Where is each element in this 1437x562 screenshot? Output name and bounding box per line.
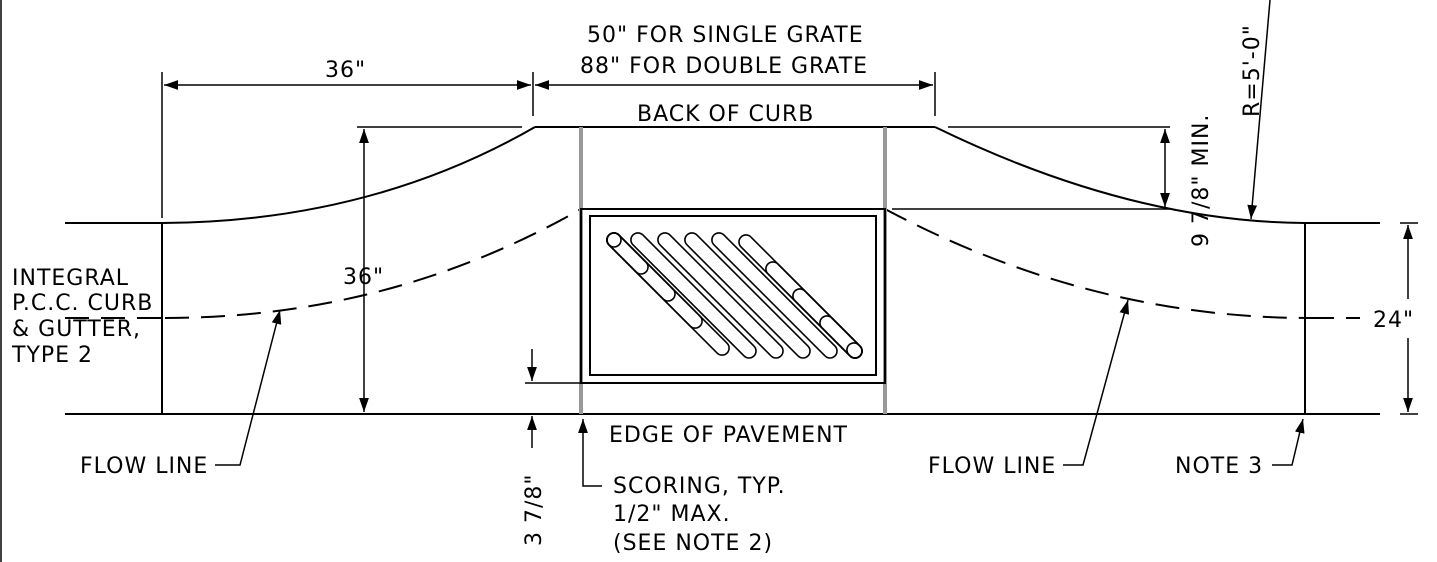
- back-of-curb-transition-right: [934, 126, 1306, 224]
- dim-label-24: 24": [1373, 308, 1414, 333]
- label-flow-line-right: FLOW LINE: [928, 454, 1056, 479]
- label-gutter-line2: P.C.C. CURB: [12, 291, 153, 316]
- radius-leader: [1247, 0, 1271, 220]
- grate-slot: [684, 232, 811, 359]
- label-gutter-line4: TYPE 2: [11, 343, 93, 368]
- flow-line-right-dashed: [884, 208, 1311, 319]
- grate-slot: [846, 342, 863, 359]
- label-radius: R=5'-0": [1240, 24, 1265, 117]
- label-gutter-line1: INTEGRAL: [12, 266, 129, 291]
- grate-frame-inner: [589, 215, 877, 376]
- scoring-leader: [578, 419, 602, 487]
- label-scoring-line3: (SEE NOTE 2): [613, 531, 773, 556]
- dim-label-36-vertical: 36": [343, 265, 384, 290]
- grate-slot: [657, 232, 784, 359]
- grate-slot: [792, 288, 863, 359]
- grate-slot: [738, 234, 863, 359]
- note-3-leader: [1272, 418, 1305, 466]
- flow-line-left-dashed: [164, 208, 582, 319]
- grate-slot: [606, 232, 676, 302]
- label-scoring-line2: 1/2" MAX.: [613, 502, 731, 527]
- grate-frame-outer: [580, 208, 886, 384]
- label-note-3: NOTE 3: [1175, 454, 1263, 479]
- grate-slots: [606, 232, 863, 359]
- label-single-grate: 50" FOR SINGLE GRATE: [587, 23, 864, 48]
- label-scoring-line1: SCORING, TYP.: [613, 474, 786, 499]
- dim-label-36-top: 36": [325, 58, 366, 83]
- label-double-grate: 88" FOR DOUBLE GRATE: [580, 54, 868, 79]
- label-edge-of-pavement: EDGE OF PAVEMENT: [609, 423, 848, 448]
- grate-slot: [819, 315, 863, 359]
- label-gutter-line3: & GUTTER,: [12, 317, 141, 342]
- grate-slot: [630, 232, 757, 359]
- label-back-of-curb: BACK OF CURB: [637, 102, 814, 127]
- dim-label-3-7-8: 3 7/8": [522, 473, 547, 546]
- grate-slot: [711, 232, 838, 359]
- back-of-curb-transition-left: [161, 126, 536, 224]
- grate-slot: [606, 232, 730, 356]
- flow-line-right-leader: [1063, 299, 1130, 466]
- dim-label-min: 9 7/8" MIN.: [1189, 114, 1214, 247]
- label-flow-line-left: FLOW LINE: [80, 454, 208, 479]
- flow-line-left-leader: [215, 309, 282, 466]
